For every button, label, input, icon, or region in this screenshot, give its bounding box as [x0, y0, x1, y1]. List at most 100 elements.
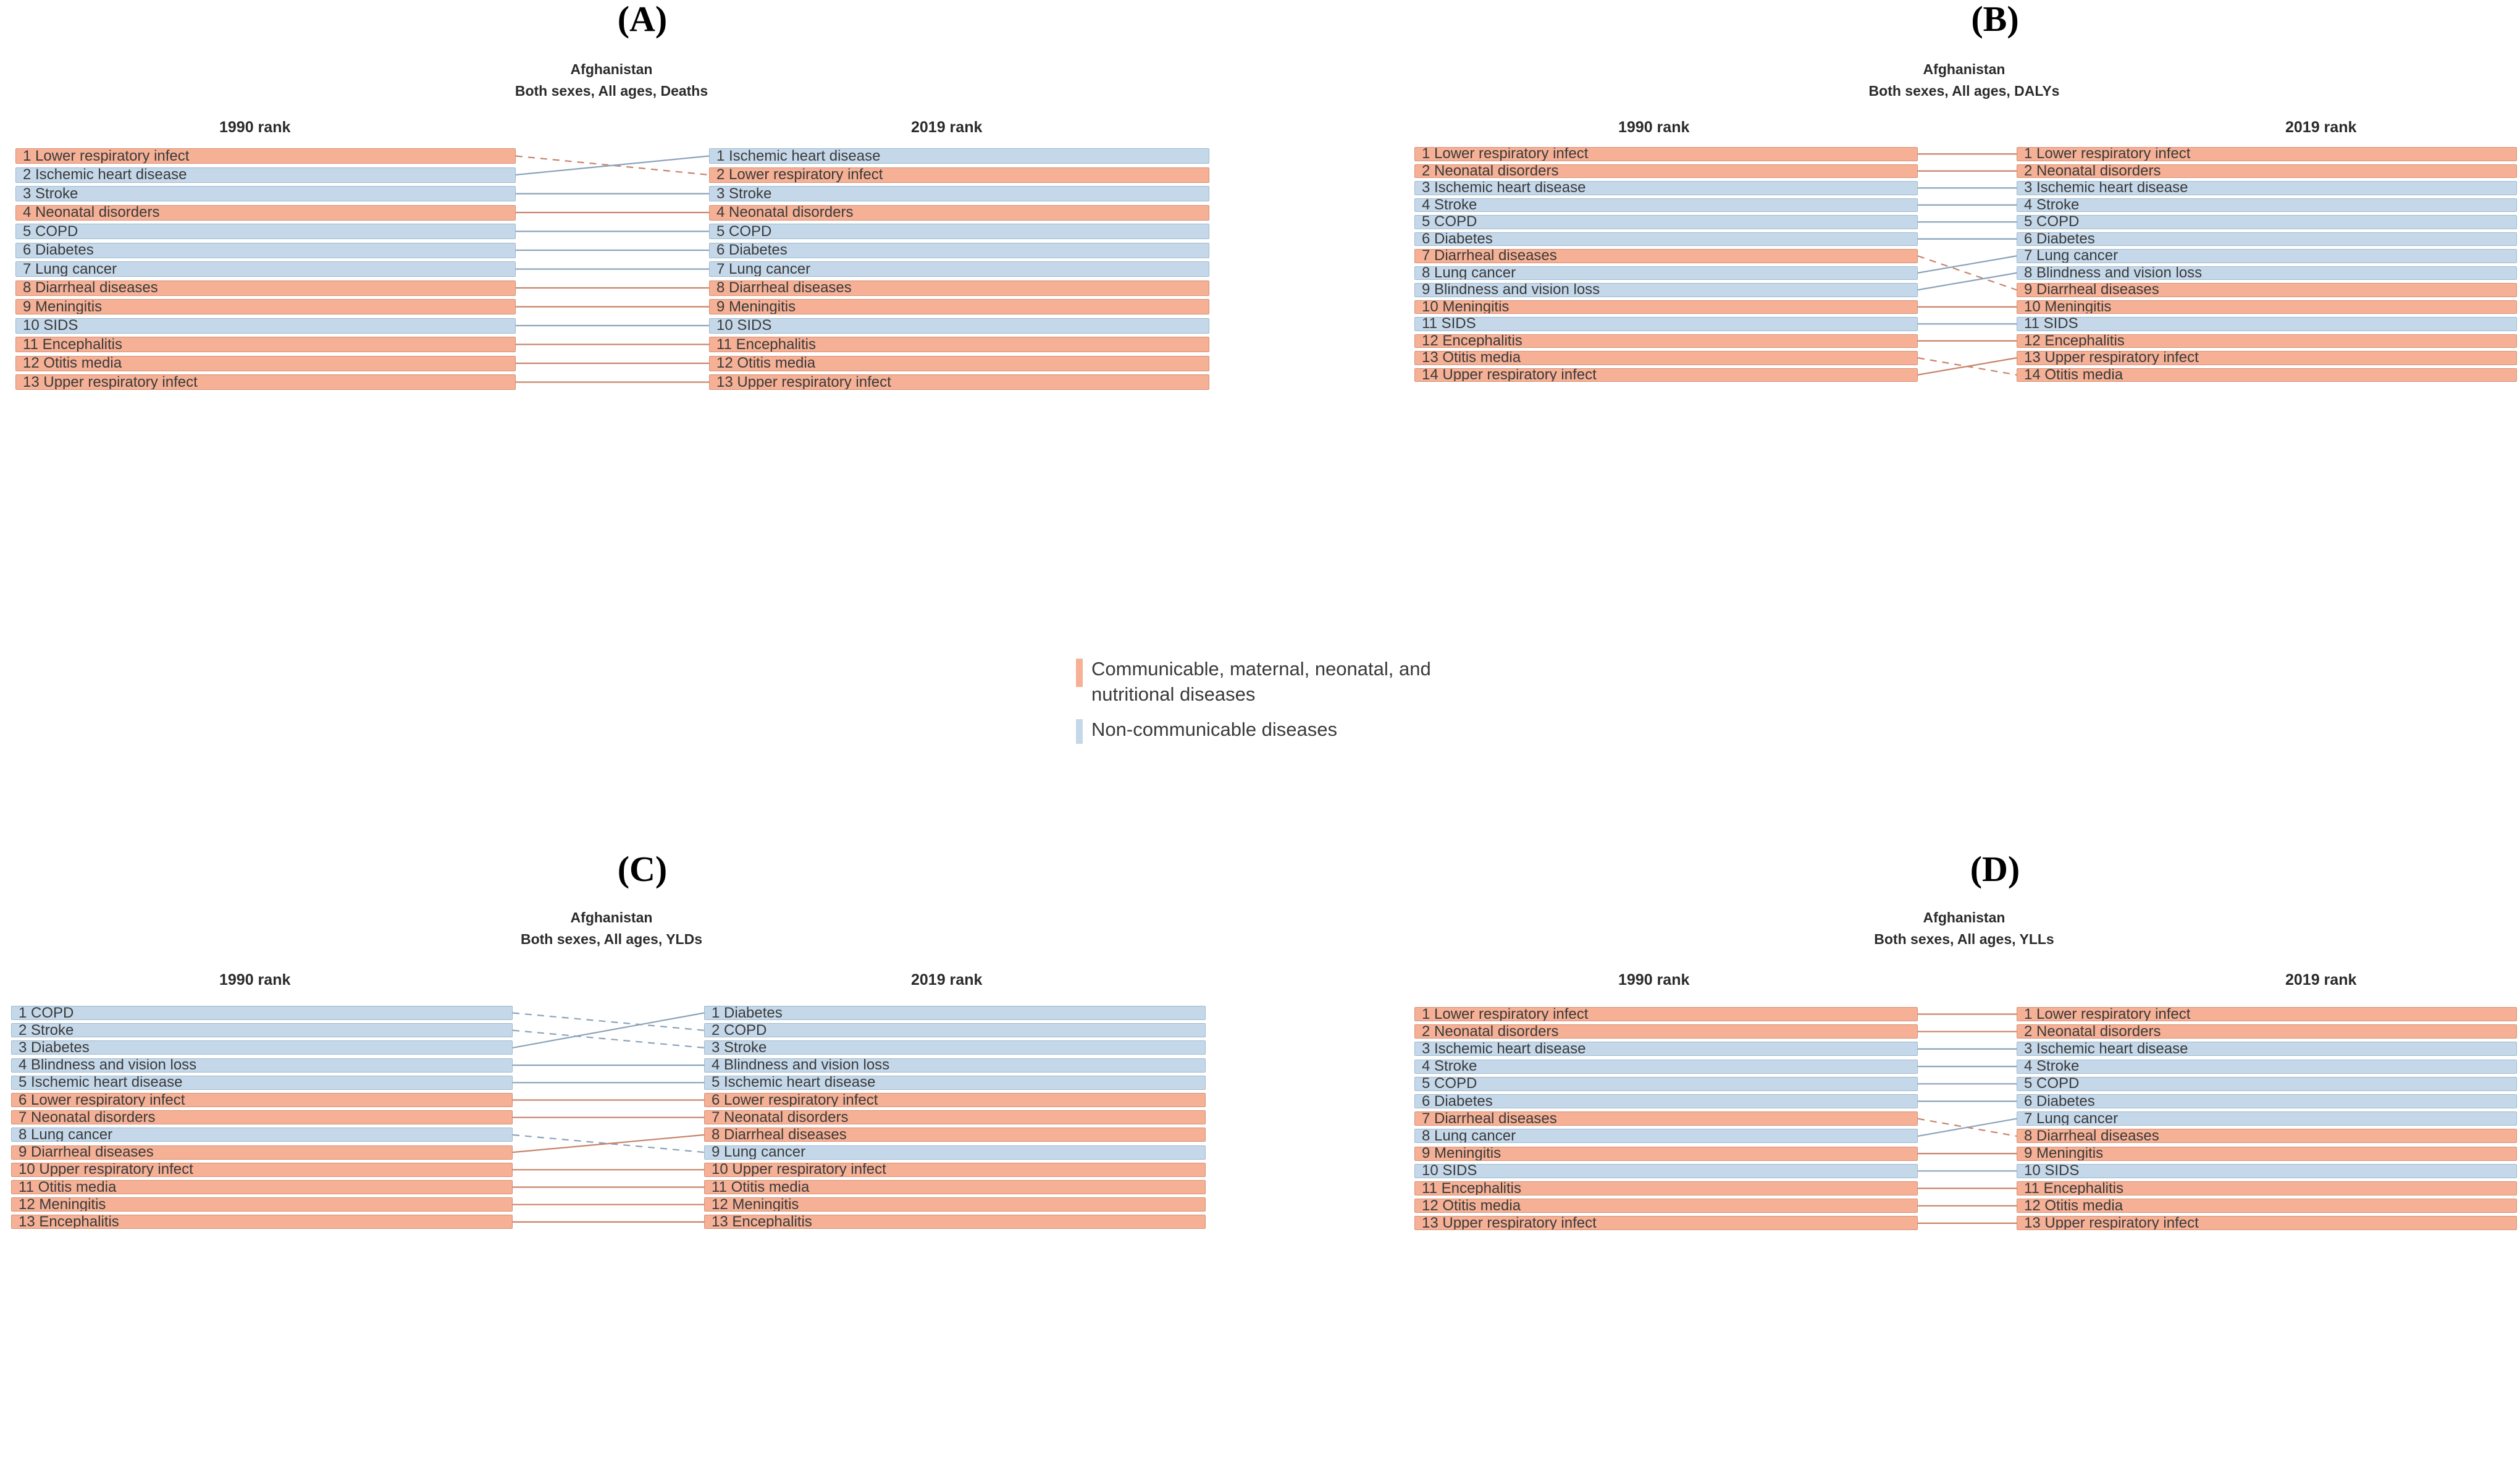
rank-box-right[interactable]: 12 Encephalitis [2017, 334, 2517, 348]
rank-box-right[interactable]: 6 Diabetes [709, 242, 1209, 258]
rank-box-right[interactable]: 5 COPD [709, 224, 1209, 239]
rank-box-left[interactable]: 3 Diabetes [11, 1040, 513, 1055]
rank-box-right[interactable]: 9 Meningitis [709, 299, 1209, 314]
rank-box-right[interactable]: 13 Upper respiratory infect [709, 374, 1209, 390]
rank-box-left[interactable]: 2 Stroke [11, 1023, 513, 1038]
rank-box-left[interactable]: 13 Upper respiratory infect [15, 374, 516, 390]
rank-box-left[interactable]: 13 Otitis media [1414, 351, 1918, 365]
rank-box-left[interactable]: 13 Upper respiratory infect [1414, 1216, 1918, 1231]
rank-box-right[interactable]: 3 Ischemic heart disease [2017, 1042, 2517, 1056]
rank-box-right[interactable]: 10 Upper respiratory infect [704, 1162, 1206, 1177]
rank-box-left[interactable]: 9 Blindness and vision loss [1414, 283, 1918, 297]
rank-box-right[interactable]: 3 Stroke [704, 1040, 1206, 1055]
rank-box-right[interactable]: 3 Ischemic heart disease [2017, 181, 2517, 195]
rank-box-left[interactable]: 10 Upper respiratory infect [11, 1162, 513, 1177]
rank-box-left[interactable]: 4 Neonatal disorders [15, 204, 516, 221]
rank-box-left[interactable]: 13 Encephalitis [11, 1215, 513, 1229]
rank-box-left[interactable]: 14 Upper respiratory infect [1414, 368, 1918, 382]
rank-box-right[interactable]: 13 Encephalitis [704, 1215, 1206, 1229]
rank-box-left[interactable]: 1 Lower respiratory infect [1414, 1007, 1918, 1021]
rank-box-right[interactable]: 13 Upper respiratory infect [2017, 351, 2517, 365]
rank-box-left[interactable]: 5 Ischemic heart disease [11, 1075, 513, 1090]
rank-box-left[interactable]: 11 Otitis media [11, 1180, 513, 1194]
rank-box-left[interactable]: 8 Diarrheal diseases [15, 280, 516, 296]
rank-box-right[interactable]: 4 Stroke [2017, 198, 2517, 212]
rank-box-right[interactable]: 11 Otitis media [704, 1180, 1206, 1194]
rank-box-left[interactable]: 1 Lower respiratory infect [15, 148, 516, 164]
rank-box-right[interactable]: 7 Lung cancer [2017, 1111, 2517, 1126]
rank-box-left[interactable]: 4 Stroke [1414, 1059, 1918, 1074]
rank-box-right[interactable]: 9 Diarrheal diseases [2017, 283, 2517, 297]
rank-box-left[interactable]: 11 Encephalitis [1414, 1181, 1918, 1195]
rank-box-right[interactable]: 2 Lower respiratory infect [709, 167, 1209, 183]
rank-box-right[interactable]: 1 Lower respiratory infect [2017, 147, 2517, 161]
rank-box-left[interactable]: 9 Meningitis [1414, 1146, 1918, 1161]
rank-box-left[interactable]: 9 Meningitis [15, 299, 516, 314]
rank-box-right[interactable]: 11 SIDS [2017, 317, 2517, 331]
rank-box-left[interactable]: 12 Encephalitis [1414, 334, 1918, 348]
rank-box-right[interactable]: 5 COPD [2017, 215, 2517, 229]
rank-box-right[interactable]: 13 Upper respiratory infect [2017, 1216, 2517, 1231]
rank-box-left[interactable]: 12 Otitis media [15, 355, 516, 371]
rank-box-right[interactable]: 12 Otitis media [709, 355, 1209, 371]
rank-box-right[interactable]: 10 SIDS [2017, 1163, 2517, 1178]
rank-box-right[interactable]: 6 Diabetes [2017, 1094, 2517, 1108]
rank-box-right[interactable]: 4 Neonatal disorders [709, 204, 1209, 221]
rank-box-left[interactable]: 7 Lung cancer [15, 261, 516, 277]
rank-box-left[interactable]: 8 Lung cancer [11, 1128, 513, 1142]
rank-box-left[interactable]: 11 SIDS [1414, 317, 1918, 331]
rank-box-right[interactable]: 5 COPD [2017, 1076, 2517, 1091]
rank-box-left[interactable]: 10 Meningitis [1414, 300, 1918, 314]
rank-box-left[interactable]: 3 Stroke [15, 186, 516, 201]
rank-box-left[interactable]: 6 Lower respiratory infect [11, 1093, 513, 1107]
rank-box-left[interactable]: 3 Ischemic heart disease [1414, 1042, 1918, 1056]
rank-box-right[interactable]: 1 Lower respiratory infect [2017, 1007, 2517, 1021]
rank-box-right[interactable]: 8 Blindness and vision loss [2017, 266, 2517, 280]
rank-box-right[interactable]: 11 Encephalitis [709, 337, 1209, 352]
rank-box-right[interactable]: 7 Lung cancer [709, 261, 1209, 277]
rank-box-right[interactable]: 7 Neonatal disorders [704, 1110, 1206, 1125]
rank-box-left[interactable]: 2 Neonatal disorders [1414, 1024, 1918, 1039]
rank-box-left[interactable]: 10 SIDS [1414, 1163, 1918, 1178]
rank-box-right[interactable]: 3 Stroke [709, 186, 1209, 201]
rank-box-left[interactable]: 12 Meningitis [11, 1197, 513, 1212]
rank-box-right[interactable]: 4 Stroke [2017, 1059, 2517, 1074]
rank-box-right[interactable]: 5 Ischemic heart disease [704, 1075, 1206, 1090]
rank-box-left[interactable]: 4 Stroke [1414, 198, 1918, 212]
rank-box-right[interactable]: 8 Diarrheal diseases [709, 280, 1209, 296]
rank-box-left[interactable]: 6 Diabetes [15, 242, 516, 258]
rank-box-left[interactable]: 3 Ischemic heart disease [1414, 181, 1918, 195]
rank-box-left[interactable]: 10 SIDS [15, 318, 516, 334]
rank-box-right[interactable]: 2 Neonatal disorders [2017, 164, 2517, 178]
rank-box-left[interactable]: 11 Encephalitis [15, 337, 516, 352]
rank-box-left[interactable]: 8 Lung cancer [1414, 266, 1918, 280]
rank-box-left[interactable]: 2 Neonatal disorders [1414, 164, 1918, 178]
rank-box-right[interactable]: 6 Lower respiratory infect [704, 1093, 1206, 1107]
rank-box-left[interactable]: 1 Lower respiratory infect [1414, 147, 1918, 161]
rank-box-right[interactable]: 12 Meningitis [704, 1197, 1206, 1212]
rank-box-left[interactable]: 6 Diabetes [1414, 232, 1918, 246]
rank-box-left[interactable]: 5 COPD [1414, 1076, 1918, 1091]
rank-box-right[interactable]: 14 Otitis media [2017, 368, 2517, 382]
rank-box-left[interactable]: 1 COPD [11, 1006, 513, 1020]
rank-box-left[interactable]: 4 Blindness and vision loss [11, 1058, 513, 1073]
rank-box-left[interactable]: 12 Otitis media [1414, 1199, 1918, 1213]
rank-box-left[interactable]: 5 COPD [1414, 215, 1918, 229]
rank-box-right[interactable]: 9 Lung cancer [704, 1145, 1206, 1160]
rank-box-left[interactable]: 7 Diarrheal diseases [1414, 1111, 1918, 1126]
rank-box-left[interactable]: 7 Neonatal disorders [11, 1110, 513, 1125]
rank-box-right[interactable]: 10 SIDS [709, 318, 1209, 334]
rank-box-left[interactable]: 5 COPD [15, 224, 516, 239]
rank-box-right[interactable]: 10 Meningitis [2017, 300, 2517, 314]
rank-box-right[interactable]: 4 Blindness and vision loss [704, 1058, 1206, 1073]
rank-box-right[interactable]: 11 Encephalitis [2017, 1181, 2517, 1195]
rank-box-right[interactable]: 9 Meningitis [2017, 1146, 2517, 1161]
rank-box-left[interactable]: 2 Ischemic heart disease [15, 167, 516, 183]
rank-box-right[interactable]: 1 Ischemic heart disease [709, 148, 1209, 164]
rank-box-right[interactable]: 1 Diabetes [704, 1006, 1206, 1020]
rank-box-left[interactable]: 7 Diarrheal diseases [1414, 249, 1918, 263]
rank-box-left[interactable]: 8 Lung cancer [1414, 1129, 1918, 1144]
rank-box-left[interactable]: 9 Diarrheal diseases [11, 1145, 513, 1160]
rank-box-right[interactable]: 6 Diabetes [2017, 232, 2517, 246]
rank-box-right[interactable]: 12 Otitis media [2017, 1199, 2517, 1213]
